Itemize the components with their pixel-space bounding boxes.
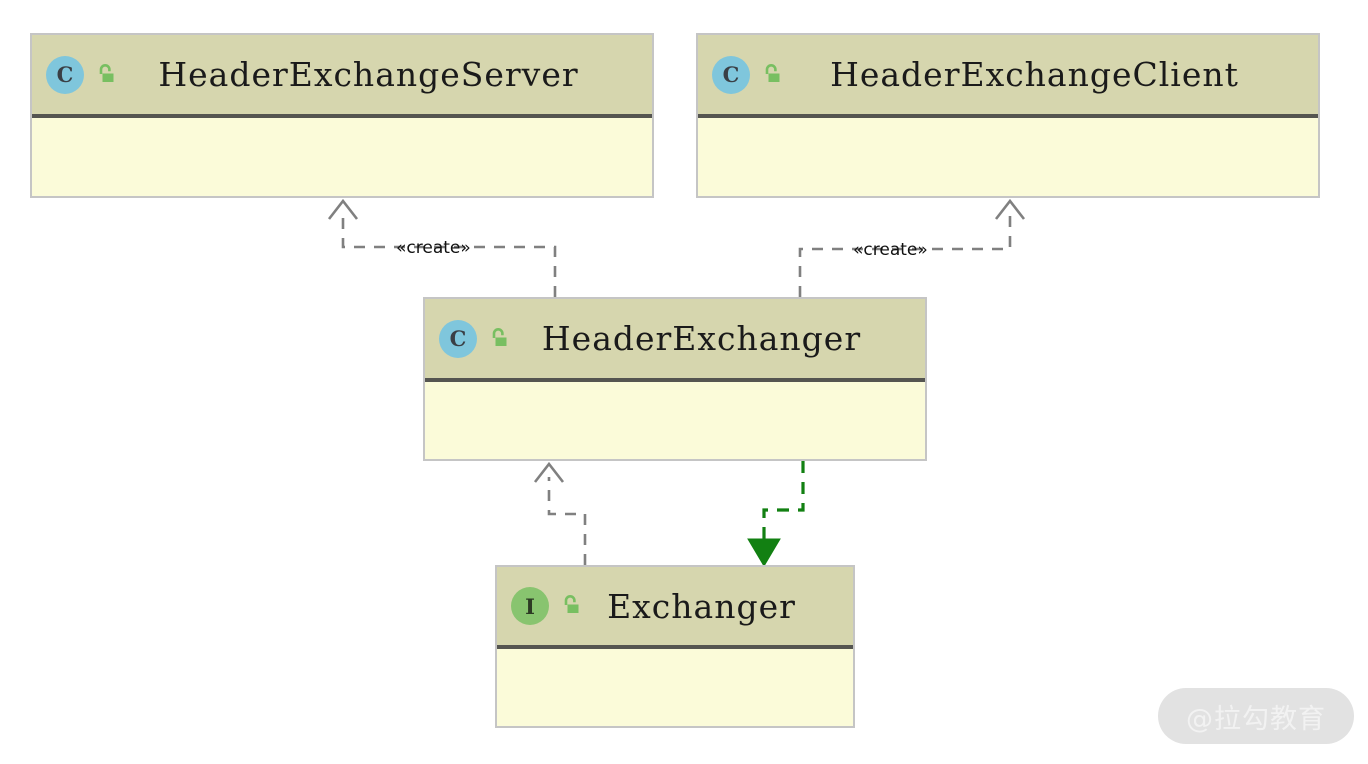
class-box-header-exchange-server[interactable]: C HeaderExchangeServer <box>30 33 654 198</box>
class-header: C HeaderExchanger <box>425 299 925 382</box>
class-name-label: HeaderExchangeServer <box>158 55 579 94</box>
class-name-label: HeaderExchanger <box>541 319 862 358</box>
realization-exchanger-to-header-exchanger <box>533 461 587 565</box>
class-attributes-compartment <box>425 382 925 455</box>
class-header: C HeaderExchangeClient <box>698 35 1318 118</box>
watermark-badge: @拉勾教育 <box>1158 688 1354 744</box>
stereotype-label-create-server: «create» <box>396 238 471 258</box>
open-padlock-icon <box>99 63 114 82</box>
realization-header-exchanger-to-exchanger <box>747 461 805 567</box>
open-padlock-icon <box>564 595 579 613</box>
class-name-label: HeaderExchangeClient <box>830 55 1239 94</box>
class-attributes-compartment <box>497 649 853 722</box>
dependency-exchanger-to-server <box>327 198 557 297</box>
class-attributes-compartment <box>698 118 1318 192</box>
class-type-badge-icon: C <box>712 55 750 94</box>
stereotype-label-create-client: «create» <box>853 240 928 260</box>
class-type-badge-icon: C <box>439 319 477 358</box>
interface-type-badge-icon: I <box>511 587 549 625</box>
dependency-exchanger-to-client <box>798 198 1026 297</box>
class-box-header-exchanger[interactable]: C HeaderExchanger <box>423 297 927 461</box>
class-attributes-compartment <box>32 118 652 192</box>
open-padlock-icon <box>492 327 507 346</box>
class-header: I Exchanger <box>497 567 853 649</box>
open-padlock-icon <box>765 63 780 82</box>
class-name-label: Exchanger <box>607 586 796 626</box>
class-box-exchanger[interactable]: I Exchanger <box>495 565 855 728</box>
watermark-text: @拉勾教育 <box>1186 703 1326 735</box>
class-box-header-exchange-client[interactable]: C HeaderExchangeClient <box>696 33 1320 198</box>
class-type-badge-icon: C <box>46 55 84 94</box>
class-header: C HeaderExchangeServer <box>32 35 652 118</box>
